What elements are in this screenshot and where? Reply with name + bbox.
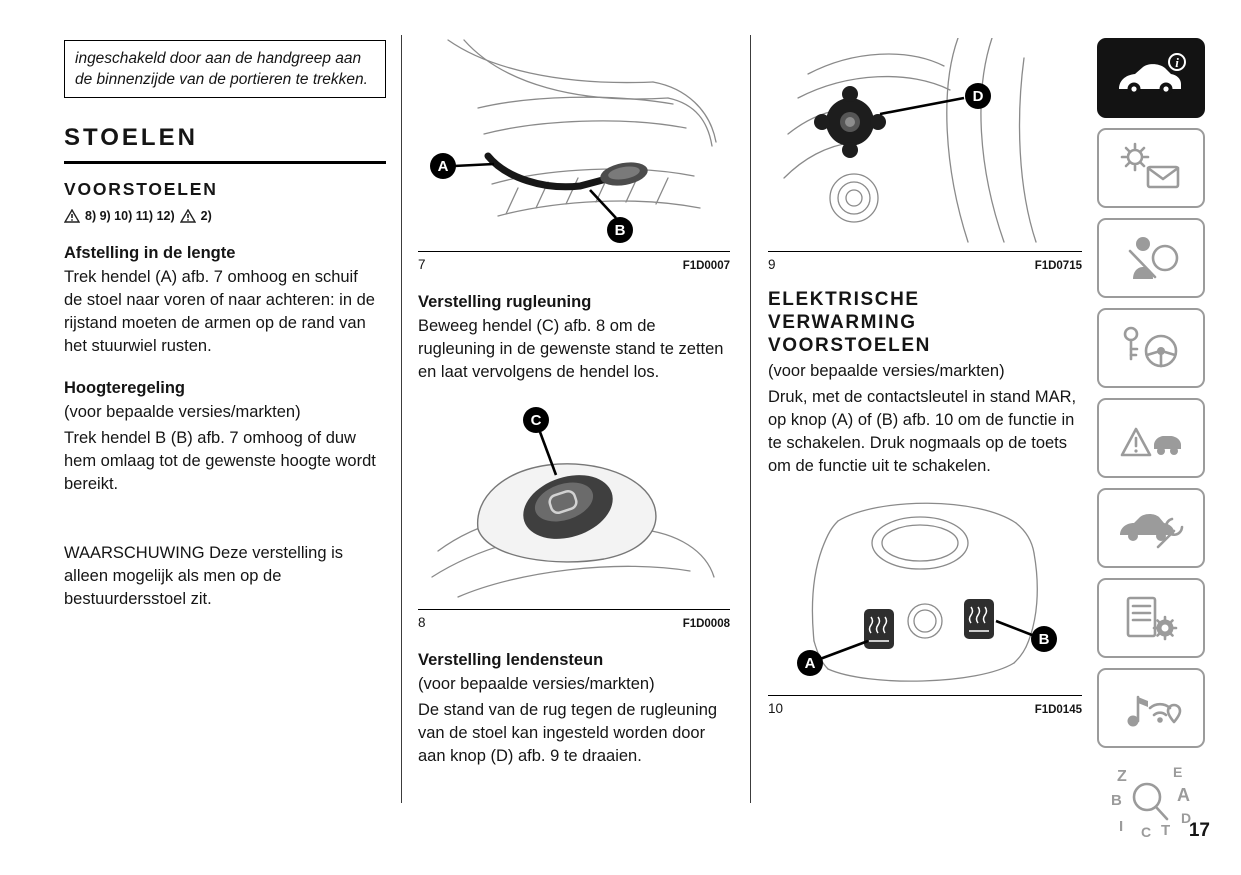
column-divider-2 <box>750 35 751 803</box>
sidebar-tab-vehicle-info[interactable]: i <box>1097 38 1205 118</box>
warning-refs-2: 2) <box>200 209 212 223</box>
left-column: ingeschakeld door aan de handgreep aan d… <box>64 40 386 611</box>
column-divider-1 <box>401 35 402 803</box>
sidebar-tab-maintenance[interactable] <box>1097 488 1205 568</box>
paragraph-backrest-adjustment: Beweeg hendel (C) afb. 8 om de rugleunin… <box>418 317 724 381</box>
sidebar-tab-multimedia[interactable] <box>1097 668 1205 748</box>
car-info-icon: i <box>1119 53 1186 96</box>
letters-magnifier-icon: Z E B A I C T D <box>1111 764 1191 840</box>
figure-7-illustration: A B <box>430 39 717 243</box>
subsection-title: VOORSTOELEN <box>64 179 218 199</box>
warning-triangle-car-icon <box>1120 427 1181 457</box>
left-heater-button-shape <box>864 609 894 649</box>
right-heater-button-shape <box>964 599 994 639</box>
figure-9-code: F1D0715 <box>1034 260 1082 272</box>
svg-text:T: T <box>1161 822 1170 839</box>
svg-text:D: D <box>1181 810 1191 826</box>
sidebar-tab-starting-driving[interactable] <box>1097 308 1205 388</box>
callout-a-label: A <box>805 655 816 672</box>
callout-b-badge <box>607 217 633 243</box>
callout-b-label: B <box>615 222 626 239</box>
sidebar-tab-warning-lights[interactable] <box>1097 128 1205 208</box>
page-number: 17 <box>1188 820 1210 841</box>
figure-8-illustration: C <box>431 407 715 598</box>
figure-10-caption: 10 F1D0145 <box>768 695 1082 716</box>
paragraph-electric-heating: Druk, met de contactsleutel in stand MAR… <box>768 388 1077 475</box>
right-column: D 9 F1D0715 ELEKTRISCHE VERWARMING VOORS… <box>768 37 1082 716</box>
audio-navigation-icon <box>1127 695 1182 727</box>
callout-d-label: D <box>973 88 984 105</box>
note-electric-heating: (voor bepaalde versies/markten) <box>768 362 1005 380</box>
section-tab-sidebar: i <box>1097 38 1205 844</box>
figure-7: A B 7 F1D0007 <box>418 38 730 272</box>
callout-b-badge <box>1031 626 1057 652</box>
heading-backrest-adjustment: Verstelling rugleuning <box>418 293 592 311</box>
heading-lumbar-adjustment: Verstelling lendensteun <box>418 651 604 669</box>
paragraph-height-adjustment: Trek hendel B (B) afb. 7 omhoog of duw h… <box>64 429 376 493</box>
svg-text:i: i <box>1175 55 1179 70</box>
svg-text:B: B <box>1111 792 1122 809</box>
sidebar-tab-index[interactable]: Z E B A I C T D <box>1097 758 1205 844</box>
sidebar-tab-technical-data[interactable] <box>1097 578 1205 658</box>
callout-d-badge <box>965 83 991 109</box>
svg-text:I: I <box>1119 818 1123 835</box>
figure-10: A B 10 F1D0145 <box>768 491 1082 716</box>
section-title: STOELEN <box>64 124 386 164</box>
heading-electric-heating: ELEKTRISCHE VERWARMING VOORSTOELEN <box>768 289 931 356</box>
callout-b-label: B <box>1039 631 1050 648</box>
figure-8-caption: 8 F1D0008 <box>418 609 730 630</box>
svg-text:C: C <box>1141 824 1151 840</box>
svg-text:A: A <box>1177 785 1190 805</box>
figure-8: C 8 F1D0008 <box>418 401 730 630</box>
callout-a-badge <box>797 650 823 676</box>
sidebar-tab-safety[interactable] <box>1097 218 1205 298</box>
figure-10-illustration: A B <box>797 502 1057 682</box>
figure-7-code: F1D0007 <box>682 260 730 272</box>
figure-7-number: 7 <box>418 257 426 272</box>
warning-triangle-icon <box>64 209 80 223</box>
car-wrench-icon <box>1120 514 1184 549</box>
callout-c-label: C <box>531 412 542 429</box>
figure-10-number: 10 <box>768 701 784 716</box>
lumbar-knob-shape <box>814 86 886 158</box>
figure-7-caption: 7 F1D0007 <box>418 251 730 272</box>
figure-8-number: 8 <box>418 615 426 630</box>
paragraph-lumbar-adjustment: De stand van de rug tegen de rugleuning … <box>418 701 718 765</box>
sun-envelope-icon <box>1120 142 1180 189</box>
seat-lever-shape <box>484 152 618 191</box>
figure-8-code: F1D0008 <box>682 618 730 630</box>
callout-a-label: A <box>438 158 449 175</box>
middle-column: A B 7 F1D0007 Verstelling rugleuning Bew… <box>418 38 730 768</box>
figure-10-code: F1D0145 <box>1034 704 1082 716</box>
figure-9-number: 9 <box>768 257 776 272</box>
callout-a-badge <box>430 153 456 179</box>
sidebar-tab-emergency[interactable] <box>1097 398 1205 478</box>
warning-references: 8) 9) 10) 11) 12) 2) <box>64 209 386 223</box>
callout-c-badge <box>523 407 549 433</box>
heading-height-adjustment: Hoogteregeling <box>64 379 186 397</box>
intro-note-text: ingeschakeld door aan de handgreep aan d… <box>75 50 368 88</box>
airbag-person-icon <box>1128 237 1179 279</box>
intro-note: ingeschakeld door aan de handgreep aan d… <box>64 40 386 98</box>
key-steering-wheel-icon <box>1123 326 1178 368</box>
note-height-adjustment: (voor bepaalde versies/markten) <box>64 403 301 421</box>
paragraph-length-adjustment: Trek hendel (A) afb. 7 omhoog en schuif … <box>64 268 375 355</box>
figure-9-caption: 9 F1D0715 <box>768 251 1082 272</box>
paragraph-height-warning: WAARSCHUWING Deze verstelling is alleen … <box>64 544 344 608</box>
warning-triangle-icon-2 <box>179 209 196 223</box>
list-gear-icon <box>1126 596 1178 641</box>
svg-text:Z: Z <box>1117 768 1127 785</box>
figure-9: D 9 F1D0715 <box>768 37 1082 272</box>
warning-refs-1: 8) 9) 10) 11) 12) <box>85 209 175 223</box>
svg-text:E: E <box>1173 764 1182 780</box>
figure-9-illustration: D <box>783 37 1037 243</box>
heading-length-adjustment: Afstelling in de lengte <box>64 244 236 262</box>
note-lumbar-adjustment: (voor bepaalde versies/markten) <box>418 675 655 693</box>
